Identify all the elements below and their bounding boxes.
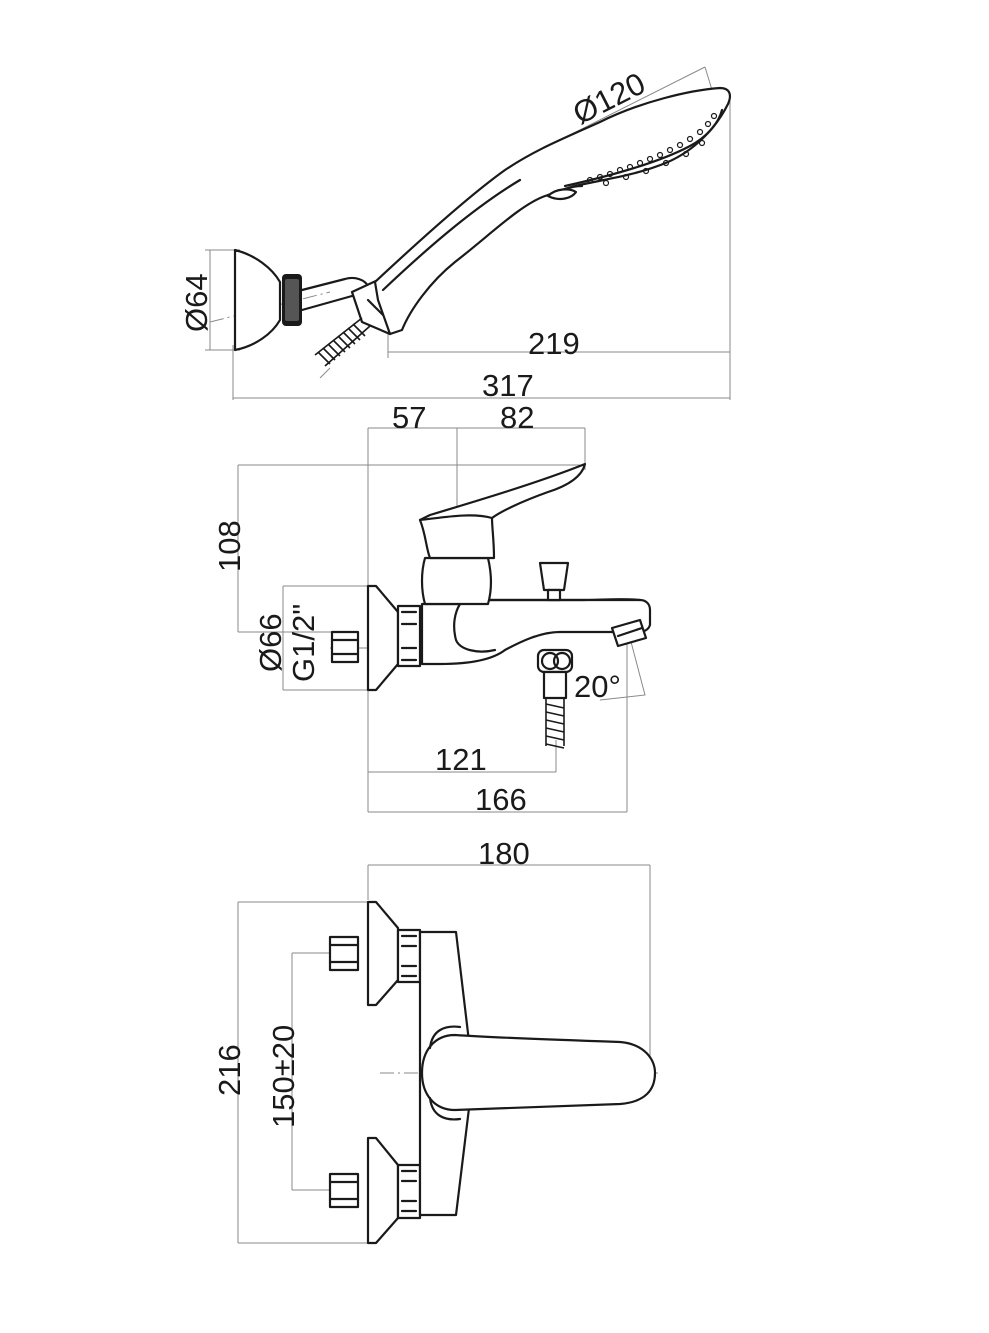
mixer-front-view: 180 216 150±20 <box>212 836 660 1245</box>
mixer-side-view: 57 82 108 Ø66 G1/2" 20° 121 166 <box>212 400 652 817</box>
hand-shower-view: Ø120 Ø64 219 317 <box>179 66 731 403</box>
hose-top-view <box>314 317 371 367</box>
lever-front <box>420 1033 657 1112</box>
dim-height: 108 <box>212 520 247 572</box>
dim-total-height: 216 <box>212 1044 247 1096</box>
dim-angle: 20° <box>574 669 621 704</box>
dim-left-offset: 57 <box>392 400 426 435</box>
diverter-knob <box>538 561 570 592</box>
spray-nozzles <box>586 112 718 187</box>
side-flange <box>366 584 400 692</box>
wall-flange <box>233 248 282 352</box>
dim-centres: 150±20 <box>266 1025 301 1128</box>
dim-spout-length: 166 <box>475 782 527 817</box>
dim-flange-diameter: Ø66 <box>253 613 288 672</box>
shower-handle <box>373 86 731 336</box>
dim-right-offset: 82 <box>500 400 534 435</box>
front-flange-top <box>366 900 400 1007</box>
dim-width: 180 <box>478 836 530 871</box>
cartridge <box>420 556 493 606</box>
dim-thread: G1/2" <box>286 604 321 682</box>
front-flange-bottom <box>366 1136 400 1245</box>
dim-reach: 219 <box>528 326 580 361</box>
hose-connector-side <box>536 648 574 749</box>
dim-overall: 317 <box>482 368 534 403</box>
side-hex-nut <box>396 604 422 668</box>
lever-side <box>418 462 587 560</box>
dim-bracket-diameter: Ø64 <box>179 273 214 332</box>
dim-outlet-distance: 121 <box>435 742 487 777</box>
